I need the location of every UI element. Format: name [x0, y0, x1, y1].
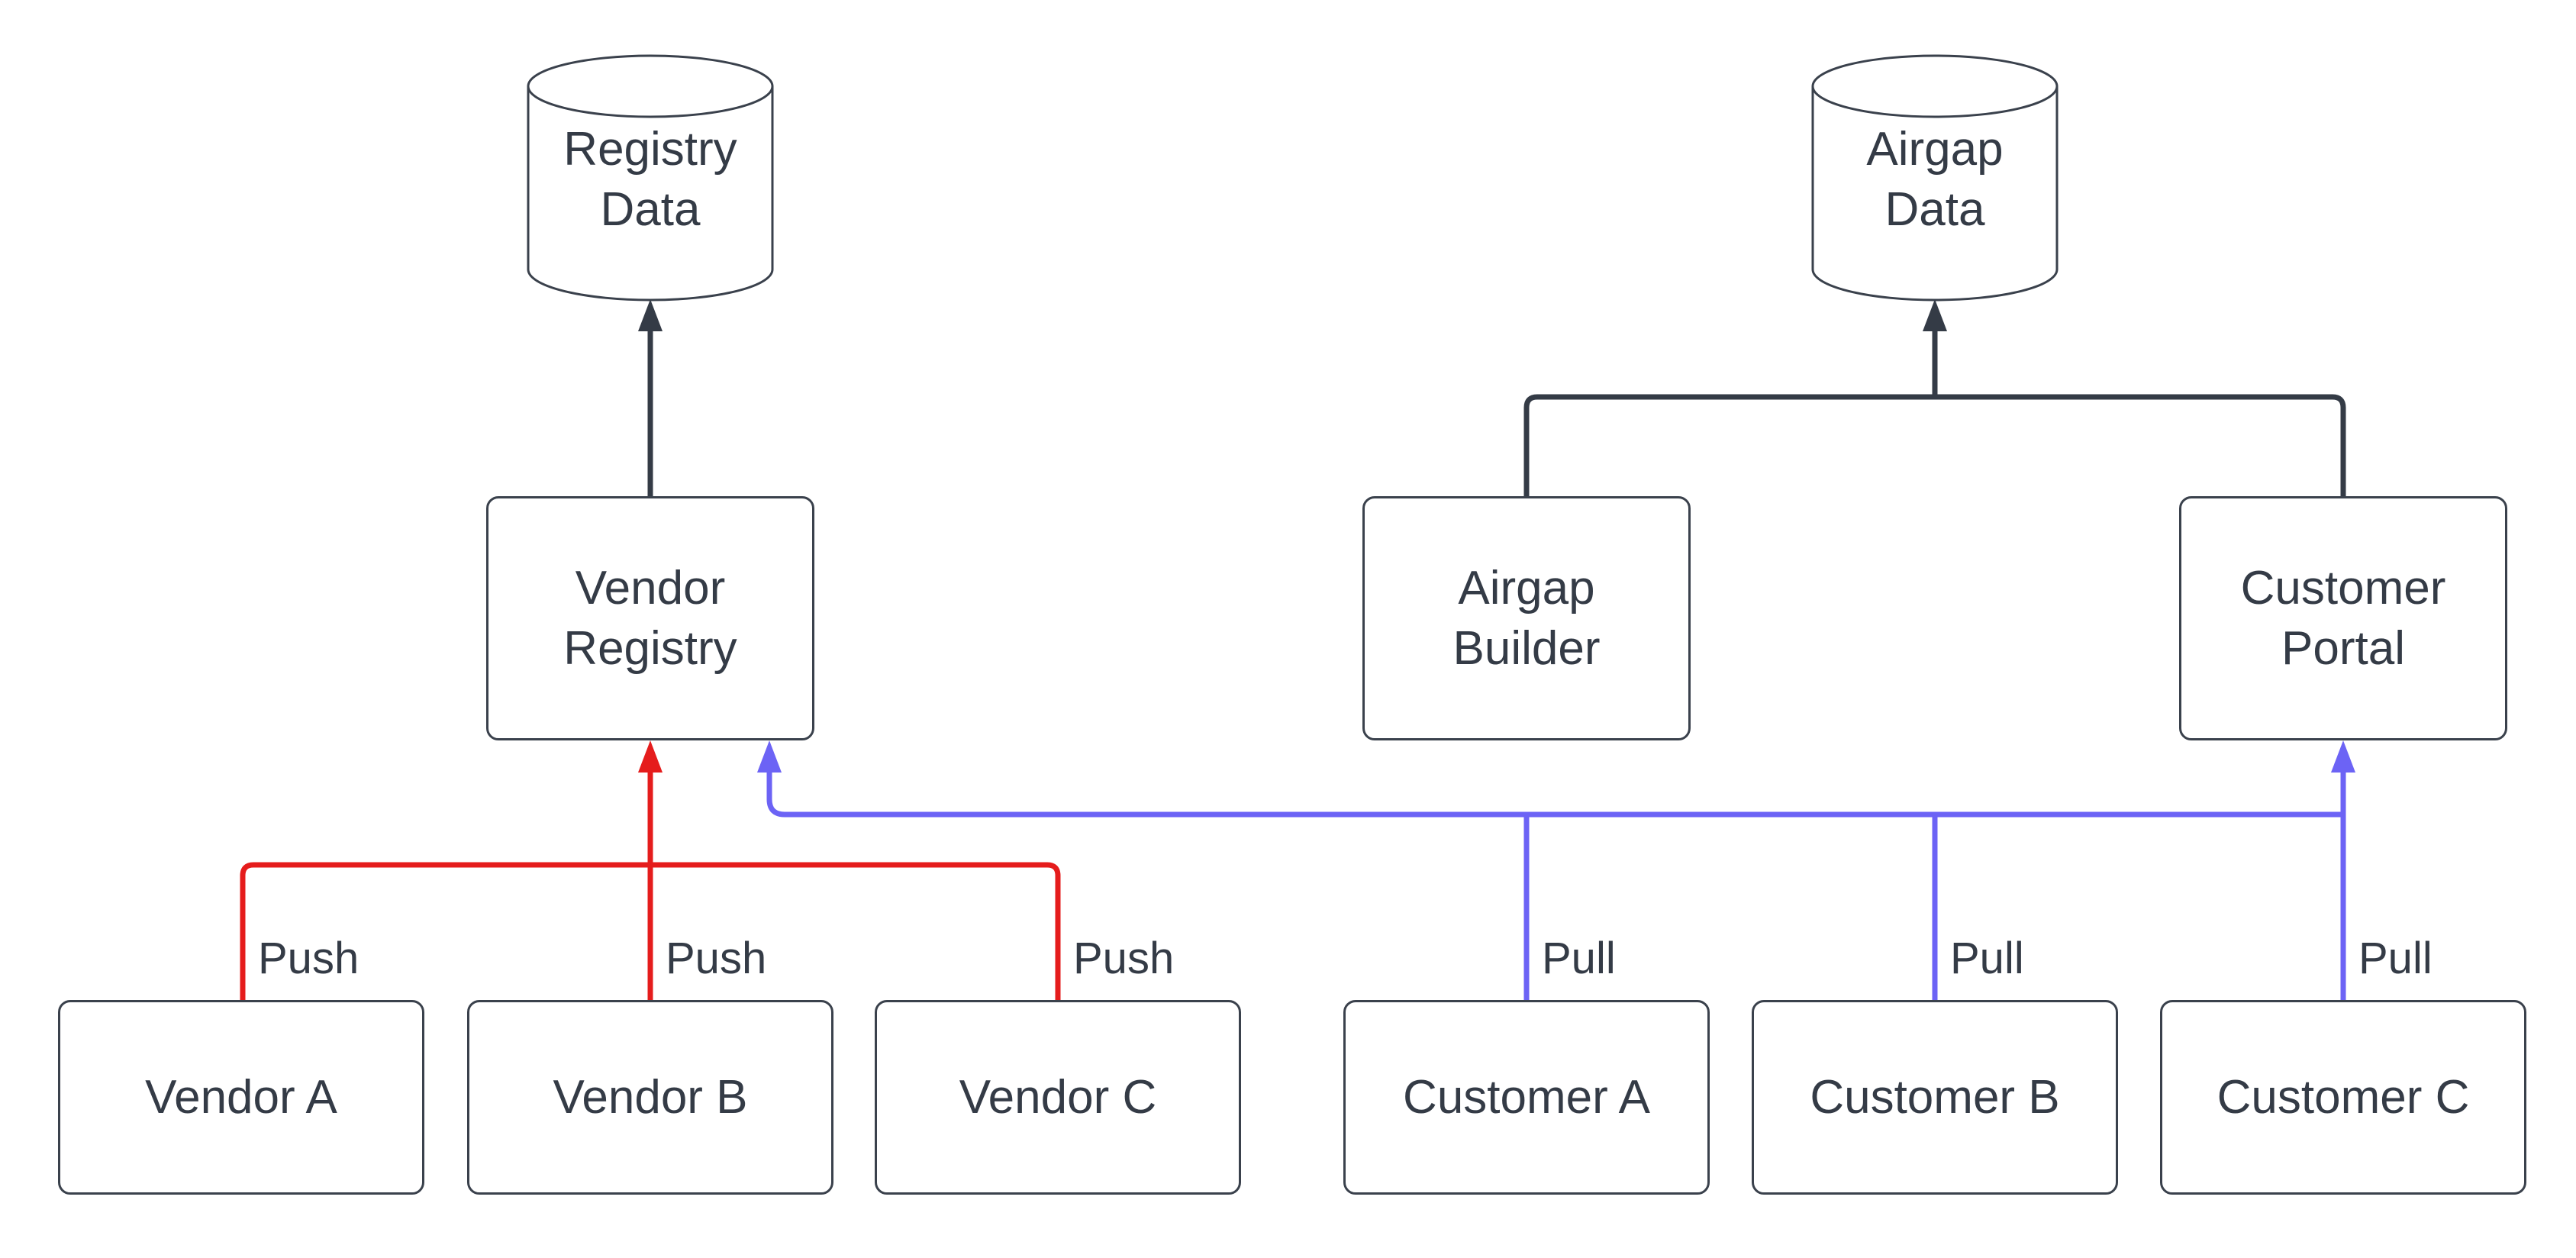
- node-registry-data-label: Registry Data: [528, 80, 772, 279]
- node-customer-a: Customer A: [1343, 1000, 1710, 1195]
- node-label-line: Customer A: [1403, 1070, 1650, 1124]
- pull-to-vendor-registry-arrowhead-icon: [757, 740, 782, 773]
- edge-label-pull-customer-c: Pull: [2355, 935, 2436, 982]
- node-label-line: Customer C: [2217, 1070, 2470, 1124]
- registry-data-cylinder-top: [527, 54, 774, 118]
- node-label-line: Data: [1884, 183, 1985, 236]
- node-customer-b: Customer B: [1752, 1000, 2118, 1195]
- node-label-line: Registry: [563, 122, 737, 176]
- edge-label-push-vendor-b: Push: [663, 935, 770, 982]
- node-airgap-data-label: Airgap Data: [1813, 80, 2057, 279]
- node-airgap-builder: Airgap Builder: [1362, 496, 1691, 740]
- node-label-line: Vendor A: [145, 1070, 337, 1124]
- pull-to-customer-portal-arrowhead-icon: [2331, 740, 2355, 773]
- registry-data-cylinder-body: [527, 86, 774, 302]
- edge-label-push-vendor-a: Push: [255, 935, 363, 982]
- airgap-data-cylinder-top: [1811, 54, 2059, 118]
- node-vendor-c: Vendor C: [875, 1000, 1241, 1195]
- node-customer-portal: Customer Portal: [2179, 496, 2507, 740]
- node-label-line: Customer: [2240, 561, 2446, 614]
- edge-label-pull-customer-a: Pull: [1539, 935, 1619, 982]
- node-vendor-b: Vendor B: [467, 1000, 833, 1195]
- node-label-line: Airgap: [1458, 561, 1595, 614]
- node-label-line: Vendor C: [959, 1070, 1157, 1124]
- node-registry-data-cylinder: [527, 54, 774, 302]
- push-arrowhead-icon: [638, 740, 663, 773]
- node-label-line: Registry: [563, 622, 737, 675]
- airgap-data-arrowhead-icon: [1923, 299, 1947, 331]
- airgap-data-cylinder-body: [1811, 86, 2059, 302]
- edge-label-pull-customer-b: Pull: [1947, 935, 2027, 982]
- edge-label-push-vendor-c: Push: [1070, 935, 1178, 982]
- node-label-line: Builder: [1452, 622, 1601, 675]
- node-vendor-a: Vendor A: [58, 1000, 424, 1195]
- node-vendor-registry: Vendor Registry: [486, 496, 814, 740]
- node-label-line: Vendor B: [553, 1070, 748, 1124]
- node-label-line: Data: [600, 183, 701, 236]
- registry-data-arrowhead-icon: [638, 299, 663, 331]
- node-label-line: Portal: [2281, 622, 2405, 675]
- pull-bus-line: [766, 772, 2343, 818]
- node-label-line: Airgap: [1866, 122, 2004, 176]
- node-airgap-data-cylinder: [1811, 54, 2059, 302]
- builder-portal-junction-line: [1523, 394, 2346, 496]
- node-label-line: Vendor: [575, 561, 726, 614]
- node-label-line: Customer B: [1810, 1070, 2060, 1124]
- node-customer-c: Customer C: [2160, 1000, 2526, 1195]
